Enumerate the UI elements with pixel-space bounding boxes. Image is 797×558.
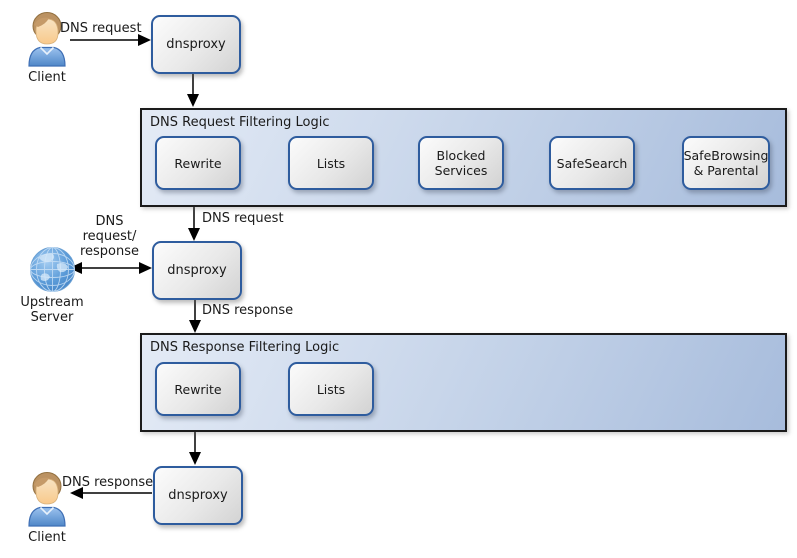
container-response-filtering-title: DNS Response Filtering Logic — [150, 340, 340, 355]
node-dnsproxy-bottom: dnsproxy — [153, 466, 243, 525]
edge-label-client-request: DNS request — [60, 21, 142, 36]
step-blocked-services: Blocked Services — [418, 136, 504, 190]
node-dnsproxy-middle: dnsproxy — [152, 241, 242, 300]
client-top-label: Client — [28, 70, 66, 85]
arrow-dnsproxy-top-to-request-filtering — [187, 71, 199, 107]
step-rewrite-request: Rewrite — [155, 136, 241, 190]
arrow-response-filtering-to-dnsproxy-bottom — [189, 430, 201, 465]
person-icon — [28, 472, 66, 527]
step-safesearch: SafeSearch — [549, 136, 635, 190]
edge-label-upstream-exchange: DNS request/ response — [79, 214, 140, 259]
globe-icon — [29, 247, 75, 292]
step-safebrowsing-parental: SafeBrowsing & Parental — [682, 136, 770, 190]
node-dnsproxy-middle-label: dnsproxy — [167, 263, 227, 278]
step-lists-request: Lists — [288, 136, 374, 190]
client-bottom-label: Client — [28, 530, 66, 545]
person-icon — [28, 12, 66, 67]
arrow-request-filtering-to-dnsproxy-middle — [188, 204, 200, 241]
client-bottom: Client — [16, 470, 78, 546]
container-request-filtering: DNS Request Filtering Logic Rewrite List… — [140, 108, 787, 207]
step-rewrite-response: Rewrite — [155, 362, 241, 416]
client-top: Client — [16, 10, 78, 86]
container-request-filtering-title: DNS Request Filtering Logic — [150, 115, 330, 130]
upstream-server: Upstream Server — [19, 246, 85, 326]
edge-label-client-response: DNS response — [62, 475, 154, 490]
upstream-server-label: Upstream Server — [20, 295, 84, 325]
edge-label-filtered-request: DNS request — [202, 211, 284, 226]
arrow-dnsproxy-middle-to-response-filtering — [189, 297, 201, 333]
step-lists-response: Lists — [288, 362, 374, 416]
node-dnsproxy-bottom-label: dnsproxy — [168, 488, 228, 503]
node-dnsproxy-top: dnsproxy — [151, 15, 241, 74]
edge-label-filtered-response: DNS response — [202, 303, 294, 318]
container-response-filtering: DNS Response Filtering Logic Rewrite Lis… — [140, 333, 787, 432]
node-dnsproxy-top-label: dnsproxy — [166, 37, 226, 52]
